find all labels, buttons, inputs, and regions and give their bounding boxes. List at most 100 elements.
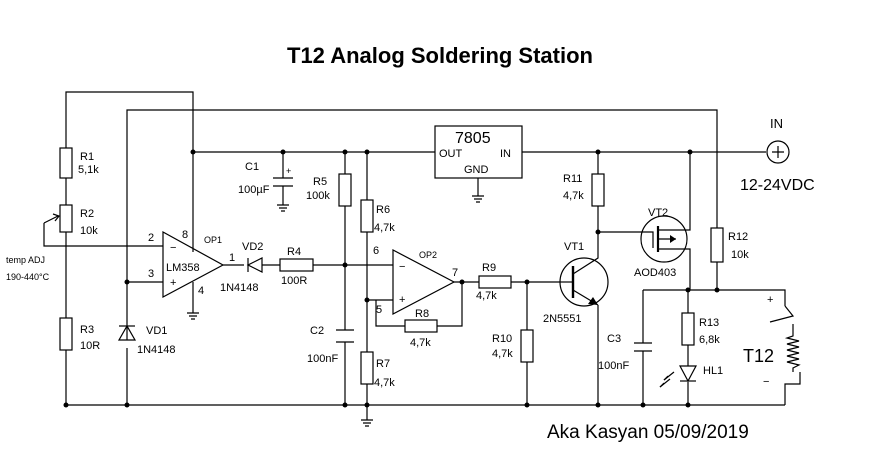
svg-text:100k: 100k (306, 190, 330, 202)
capacitor-c3: C3 100nF (598, 333, 652, 372)
svg-text:R12: R12 (728, 231, 748, 243)
svg-text:R11: R11 (563, 173, 582, 185)
resistor-r12: R12 10k (710, 227, 749, 263)
resistor-r13: R13 6,8k (681, 312, 720, 346)
svg-text:6,8k: 6,8k (699, 334, 720, 346)
svg-text:−: − (399, 261, 405, 273)
svg-text:4,7k: 4,7k (476, 290, 497, 302)
ground-symbol (187, 312, 199, 320)
page-title: T12 Analog Soldering Station (287, 43, 593, 68)
opamp-op2: − + OP2 6 5 7 (373, 245, 458, 316)
svg-text:4,7k: 4,7k (492, 348, 513, 360)
transistor-vt1: VT1 2N5551 (543, 241, 609, 325)
svg-text:AOD403: AOD403 (634, 267, 676, 279)
svg-text:R9: R9 (482, 262, 496, 274)
svg-text:2N5551: 2N5551 (543, 313, 582, 325)
svg-text:R8: R8 (415, 308, 429, 320)
resistor-r8: R8 4,7k (404, 308, 438, 349)
svg-text:4,7k: 4,7k (563, 190, 584, 202)
svg-text:6: 6 (373, 245, 379, 257)
svg-text:1: 1 (229, 252, 235, 264)
pot-range: 190-440°C (6, 272, 50, 282)
svg-text:8: 8 (182, 229, 188, 241)
led-hl1: HL1 (659, 365, 723, 388)
resistor-r1: R1 5,1k (59, 147, 99, 179)
potentiometer-r2: R2 10k temp ADJ 190-440°C (6, 204, 98, 282)
regulator-7805: 7805 OUT IN GND (434, 125, 523, 179)
resistor-r5: R5 100k (306, 173, 352, 207)
power-input-terminal: IN 12-24VDC (740, 116, 815, 194)
svg-text:R2: R2 (80, 208, 94, 220)
svg-text:100R: 100R (281, 275, 307, 287)
svg-text:7: 7 (452, 267, 458, 279)
svg-text:LM358: LM358 (166, 262, 200, 274)
svg-text:IN: IN (770, 116, 783, 131)
resistor-r4: R4 100R (279, 246, 314, 287)
svg-text:R3: R3 (80, 324, 94, 336)
diode-vd2: VD2 1N4148 (220, 241, 263, 294)
svg-text:7805: 7805 (455, 130, 491, 147)
pot-label: temp ADJ (6, 255, 45, 265)
svg-text:R10: R10 (492, 333, 512, 345)
svg-text:OP2: OP2 (419, 250, 437, 260)
resistor-r7: R7 4,7k (360, 351, 395, 389)
wires (43, 91, 801, 420)
svg-text:4: 4 (198, 285, 204, 297)
svg-text:VD2: VD2 (242, 241, 263, 253)
capacitor-c2: C2 100nF (307, 325, 354, 365)
svg-text:3: 3 (148, 268, 154, 280)
svg-text:OUT: OUT (439, 148, 463, 160)
ground-symbol (277, 204, 289, 212)
svg-text:HL1: HL1 (703, 365, 723, 377)
resistor-r6: R6 4,7k (360, 199, 395, 234)
svg-text:R6: R6 (376, 204, 390, 216)
author-signature: Aka Kasyan 05/09/2019 (547, 422, 749, 443)
svg-text:R13: R13 (699, 317, 719, 329)
resistor-r3: R3 10R (59, 317, 100, 352)
svg-text:VT2: VT2 (648, 207, 668, 219)
svg-text:R7: R7 (376, 358, 390, 370)
svg-text:R5: R5 (313, 176, 327, 188)
svg-text:5: 5 (376, 304, 382, 316)
svg-text:4,7k: 4,7k (410, 337, 431, 349)
resistor-r10: R10 4,7k (492, 329, 534, 363)
svg-text:10k: 10k (731, 249, 749, 261)
heater-t12: + − T12 (743, 294, 801, 388)
svg-text:−: − (763, 376, 769, 388)
svg-text:C1: C1 (245, 161, 259, 173)
diode-vd1: VD1 1N4148 (117, 324, 176, 356)
svg-text:10k: 10k (80, 225, 98, 237)
svg-text:VT1: VT1 (564, 241, 584, 253)
transistor-vt2: VT2 AOD403 (634, 207, 691, 279)
svg-text:VD1: VD1 (146, 325, 167, 337)
svg-text:C2: C2 (310, 325, 324, 337)
ground-symbol (361, 419, 373, 427)
svg-text:+: + (767, 294, 773, 306)
svg-text:+: + (399, 294, 405, 306)
svg-text:12-24VDC: 12-24VDC (740, 177, 815, 194)
svg-text:IN: IN (500, 148, 511, 160)
svg-text:4,7k: 4,7k (374, 222, 395, 234)
svg-text:+: + (286, 166, 291, 176)
svg-text:R1: R1 (80, 151, 94, 163)
svg-text:T12: T12 (743, 346, 774, 366)
svg-text:100µF: 100µF (238, 184, 270, 196)
svg-text:1N4148: 1N4148 (137, 344, 176, 356)
resistor-r9: R9 4,7k (476, 262, 512, 302)
svg-text:1N4148: 1N4148 (220, 282, 259, 294)
svg-text:OP1: OP1 (204, 235, 222, 245)
junction-dots (63, 149, 720, 408)
svg-text:100nF: 100nF (598, 360, 629, 372)
svg-text:GND: GND (464, 164, 489, 176)
opamp-op1: − + LM358 OP1 2 3 8 4 1 (148, 229, 235, 298)
ground-symbol (472, 195, 484, 203)
svg-text:C3: C3 (607, 333, 621, 345)
svg-text:R4: R4 (287, 246, 301, 258)
svg-text:100nF: 100nF (307, 353, 338, 365)
svg-text:10R: 10R (80, 340, 100, 352)
svg-text:2: 2 (148, 232, 154, 244)
capacitor-c1: + C1 100µF (238, 161, 293, 196)
svg-text:4,7k: 4,7k (374, 377, 395, 389)
svg-text:+: + (170, 277, 176, 289)
